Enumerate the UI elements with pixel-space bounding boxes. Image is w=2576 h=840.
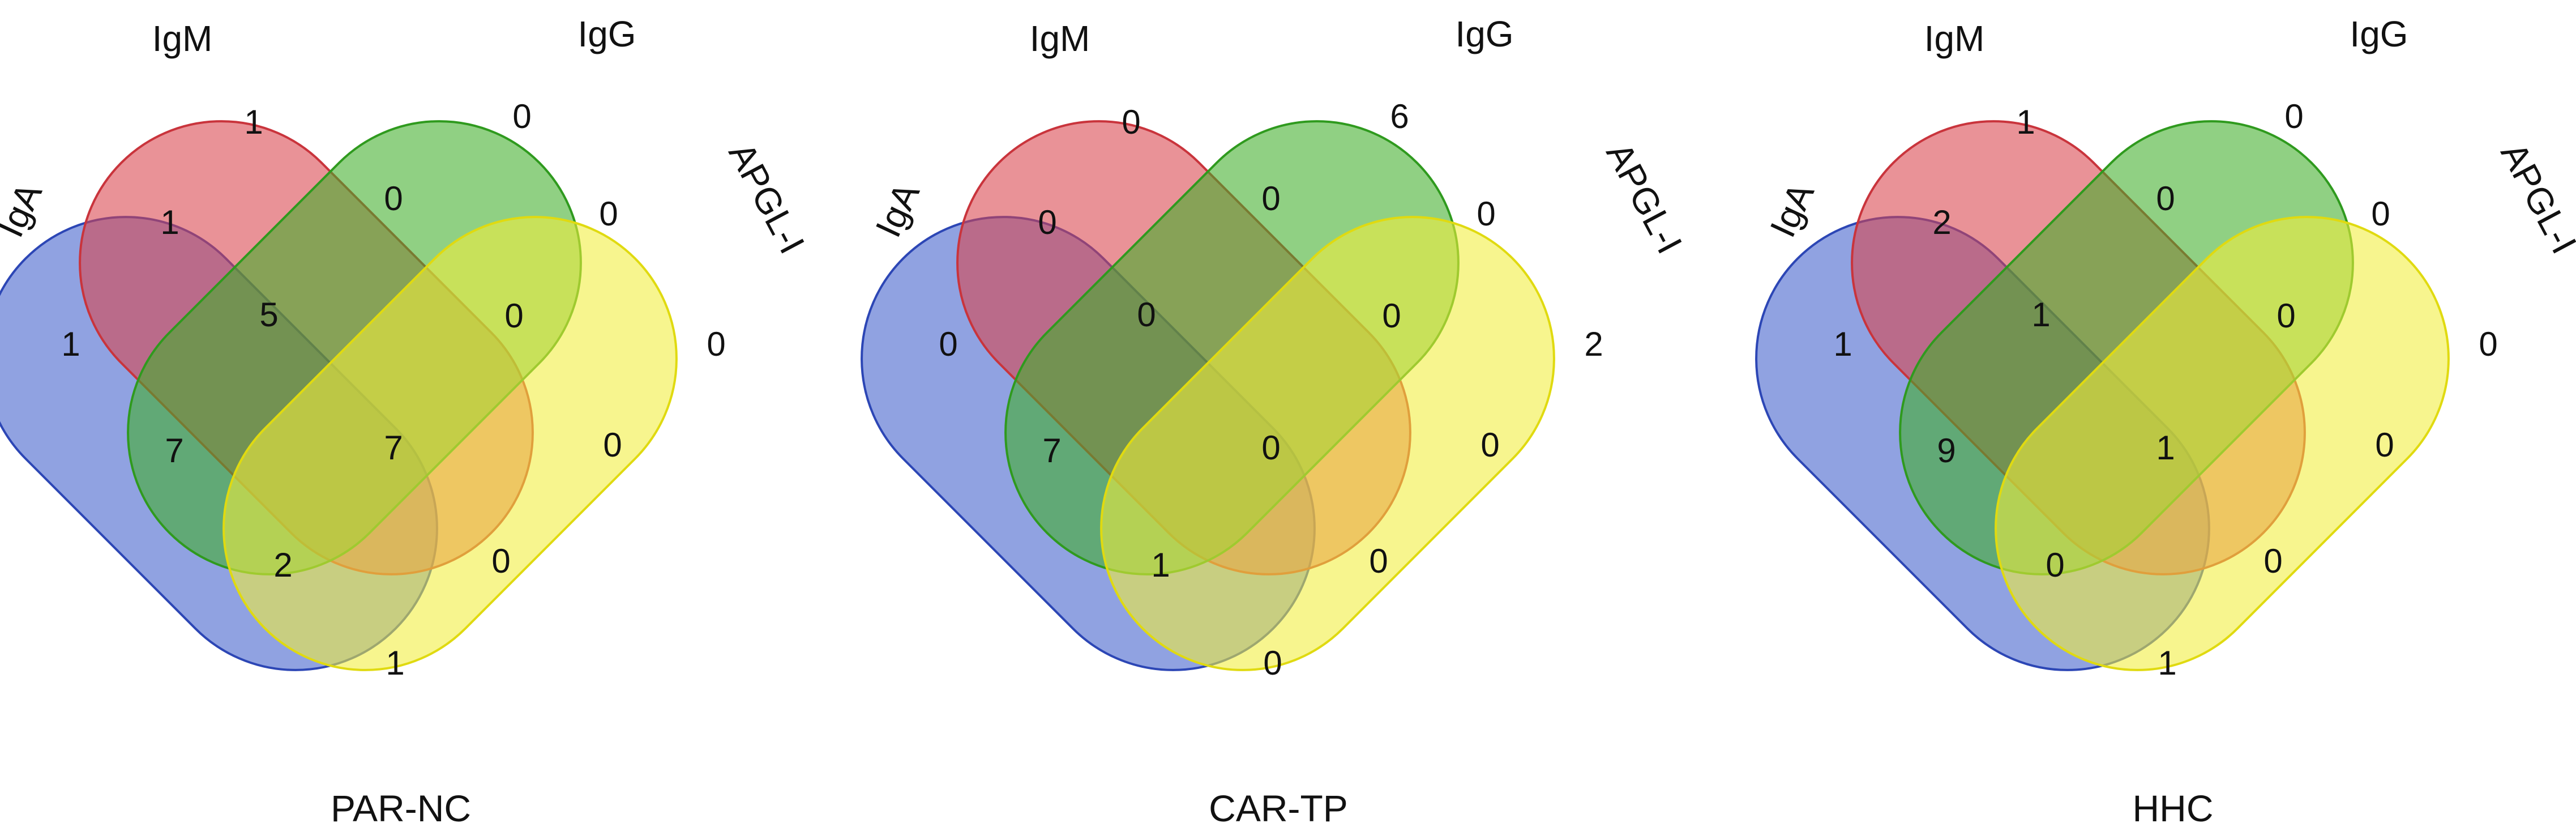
region-count-am: 1 (160, 203, 179, 241)
region-count-a: 0 (939, 325, 957, 363)
set-label-apgl: APGL-I (2493, 136, 2576, 260)
region-count-mg: 0 (384, 180, 403, 218)
set-label-iga: IgA (867, 177, 927, 244)
region-count-a: 1 (1833, 325, 1852, 363)
region-count-ap: 1 (386, 644, 404, 682)
region-count-am: 2 (1932, 203, 1951, 241)
set-label-iga: IgA (0, 177, 50, 244)
region-count-a: 1 (61, 325, 80, 363)
region-count-mg: 0 (1261, 180, 1280, 218)
set-lobe-apgl (1100, 216, 1555, 671)
region-count-ag: 7 (1042, 432, 1061, 470)
region-count-gp: 0 (1477, 195, 1495, 233)
region-count-amg: 1 (2031, 296, 2050, 334)
region-count-agp: 0 (2046, 546, 2064, 584)
region-count-ap: 0 (1263, 644, 1282, 682)
region-count-mp: 0 (603, 426, 622, 464)
region-count-mgp: 0 (2277, 297, 2295, 335)
panel-caption: PAR-NC (331, 787, 471, 829)
region-count-agp: 1 (1151, 546, 1170, 584)
region-count-amg: 5 (259, 296, 278, 334)
region-count-agp: 2 (273, 546, 292, 584)
region-count-m: 0 (1122, 103, 1140, 141)
region-count-ag: 7 (165, 432, 183, 470)
region-count-amg: 0 (1137, 296, 1156, 334)
region-count-m: 1 (2016, 103, 2035, 141)
set-lobe-apgl (1995, 216, 2450, 671)
region-count-g: 6 (1390, 97, 1409, 135)
region-count-ag: 9 (1937, 432, 1955, 470)
set-label-igg: IgG (1455, 14, 1513, 54)
region-count-g: 0 (2284, 97, 2303, 135)
region-count-amp: 0 (1369, 542, 1388, 580)
region-count-mgp: 0 (1382, 297, 1401, 335)
region-count-p: 0 (2479, 325, 2497, 363)
region-count-amgp: 1 (2156, 429, 2175, 467)
set-label-igg: IgG (577, 14, 636, 54)
region-count-p: 2 (1584, 325, 1603, 363)
region-count-ap: 1 (2158, 644, 2176, 682)
set-label-igm: IgM (152, 18, 213, 59)
panel-caption: CAR-TP (1209, 787, 1348, 829)
set-label-iga: IgA (1762, 177, 1822, 244)
set-label-apgl: APGL-I (1598, 136, 1690, 260)
region-count-amgp: 0 (1261, 429, 1280, 467)
set-label-apgl: APGL-I (721, 136, 812, 260)
set-label-igm: IgM (1924, 18, 1985, 59)
set-label-igg: IgG (2350, 14, 2408, 54)
region-count-amp: 0 (491, 542, 510, 580)
region-count-gp: 0 (599, 195, 618, 233)
region-count-amgp: 7 (384, 429, 403, 467)
region-count-mp: 0 (2375, 426, 2394, 464)
region-count-mg: 0 (2156, 180, 2175, 218)
region-count-amp: 0 (2263, 542, 2282, 580)
region-count-mgp: 0 (504, 297, 523, 335)
region-count-g: 0 (512, 97, 531, 135)
region-count-m: 1 (244, 103, 263, 141)
region-count-mp: 0 (1480, 426, 1499, 464)
panel-caption: HHC (2133, 787, 2214, 829)
region-count-p: 0 (707, 325, 725, 363)
region-count-gp: 0 (2371, 195, 2390, 233)
set-label-igm: IgM (1030, 18, 1090, 59)
set-lobe-apgl (222, 216, 678, 671)
region-count-am: 0 (1038, 203, 1056, 241)
